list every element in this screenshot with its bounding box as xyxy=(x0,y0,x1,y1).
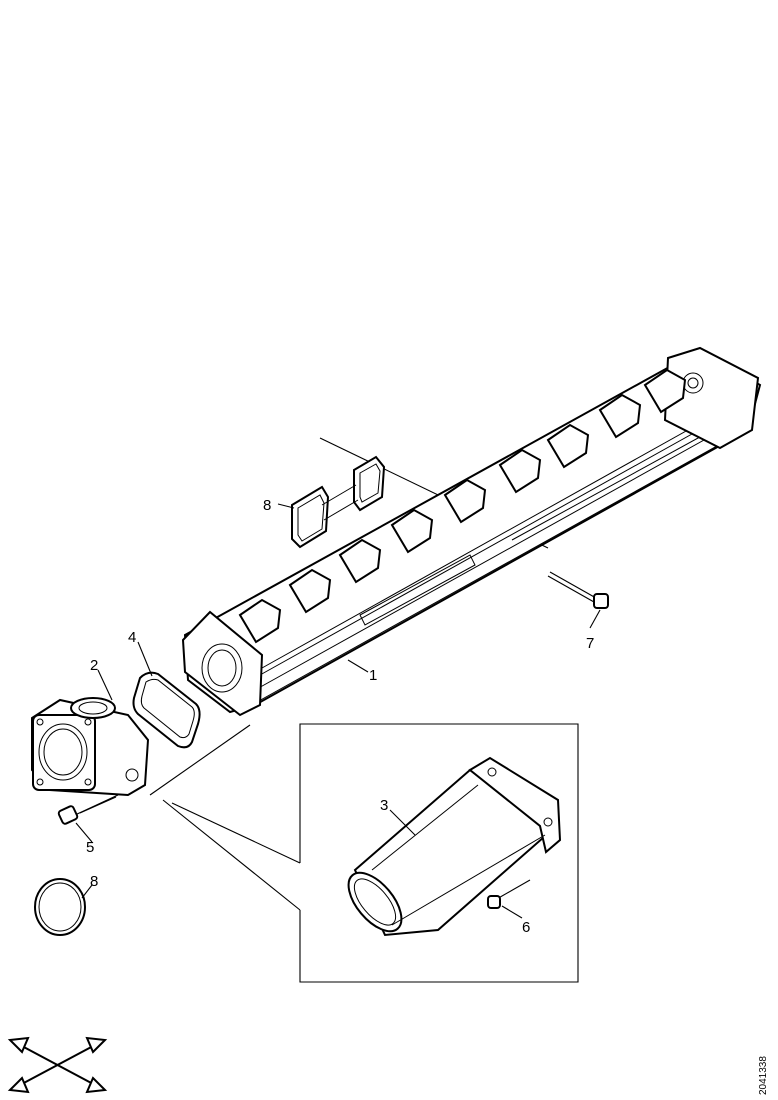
bolt-part-5 xyxy=(57,794,119,825)
document-id: 2041338 xyxy=(758,1056,769,1095)
detail-inset xyxy=(162,723,579,983)
intake-manifold-part-1 xyxy=(181,346,762,717)
callout-2: 2 xyxy=(90,657,98,674)
gasket-part-4 xyxy=(132,671,201,749)
flange-gasket-part-8 xyxy=(291,455,386,549)
callout-8-lower: 8 xyxy=(90,873,98,890)
callout-8-upper: 8 xyxy=(263,497,271,514)
bolt-part-7 xyxy=(547,571,609,609)
tube-part-3 xyxy=(347,756,562,937)
callout-6: 6 xyxy=(522,919,530,936)
callout-4: 4 xyxy=(128,629,136,646)
callout-3: 3 xyxy=(380,797,388,814)
leader-lines xyxy=(75,503,601,919)
callout-7: 7 xyxy=(586,635,594,652)
o-ring-part-8 xyxy=(34,878,86,936)
callout-1: 1 xyxy=(369,667,377,684)
inlet-elbow-part-2 xyxy=(31,697,150,797)
callout-5: 5 xyxy=(86,839,94,856)
orientation-arrows-icon xyxy=(7,1036,108,1094)
bolt-part-6 xyxy=(487,879,531,909)
